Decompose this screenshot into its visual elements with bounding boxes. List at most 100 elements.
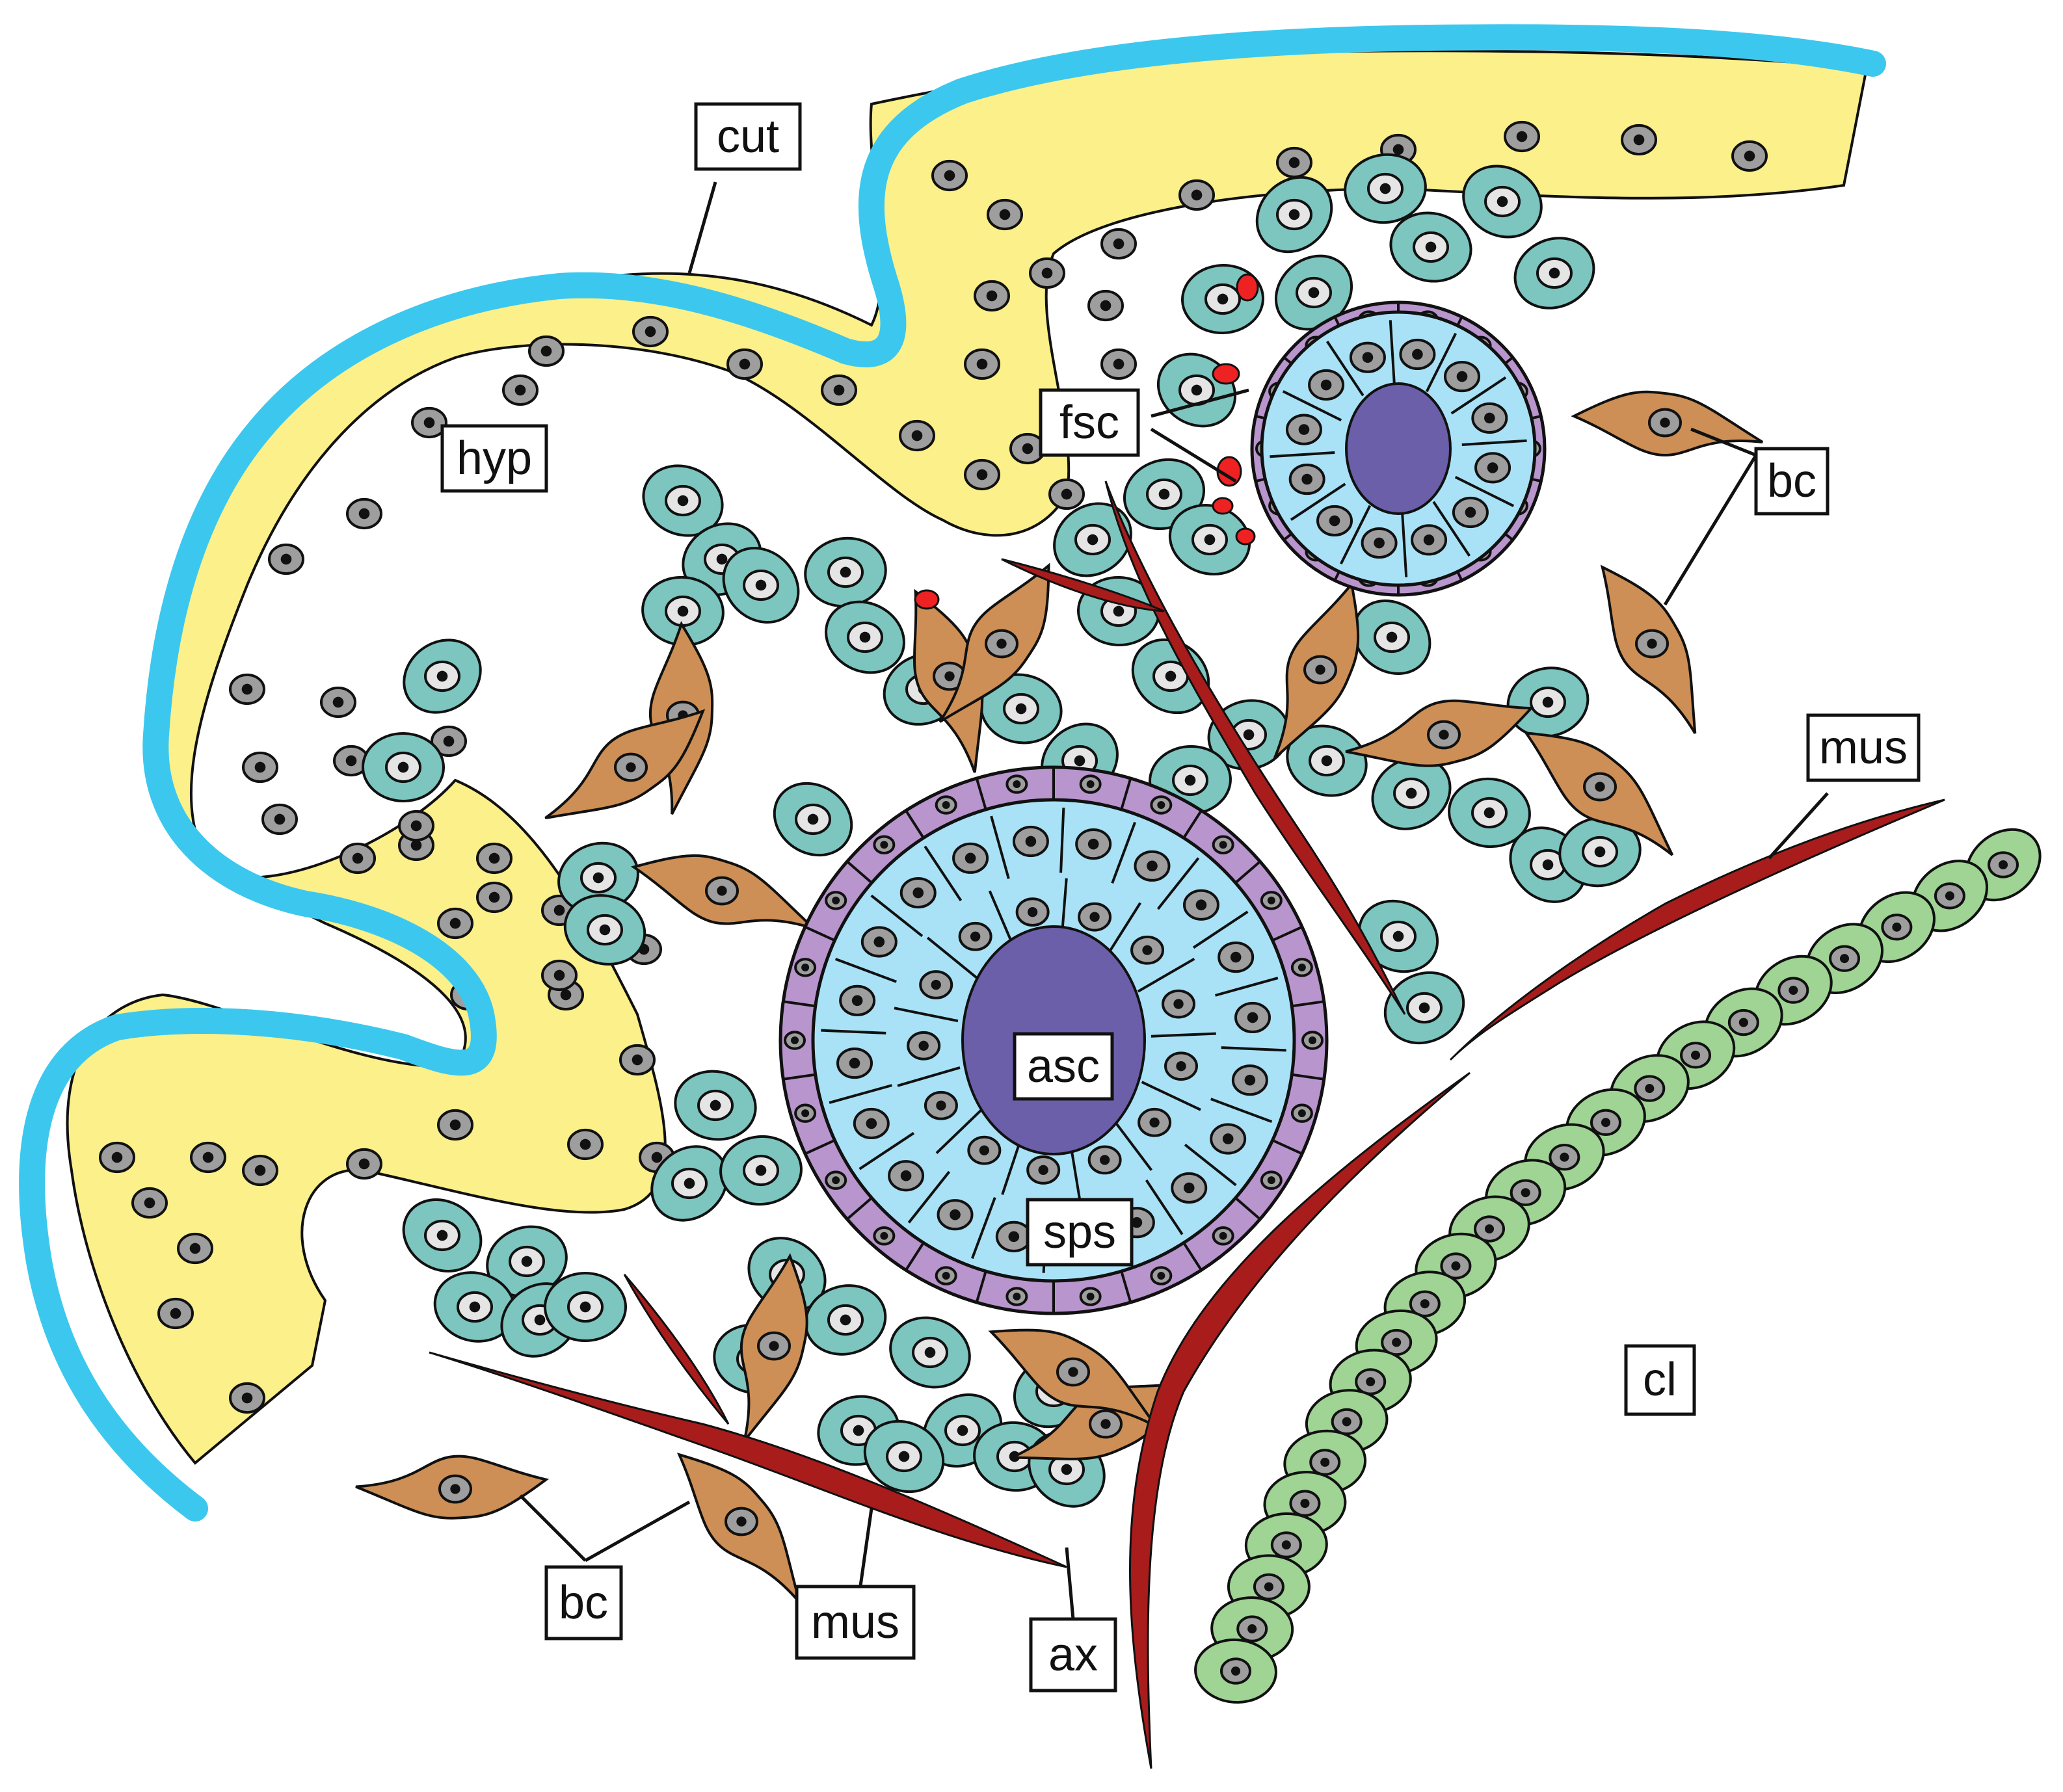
nucleolus (345, 755, 357, 767)
cell-boundary (1192, 910, 1249, 949)
nucleolus (1061, 488, 1072, 500)
sheath-boundary (1234, 860, 1261, 884)
nucleolus (944, 671, 955, 681)
nucleolus (352, 852, 364, 864)
cell-boundary (1111, 821, 1137, 884)
nucleolus (553, 969, 565, 981)
nucleolus (1100, 1419, 1111, 1429)
cell-boundary (907, 1170, 951, 1224)
nucleolus (1542, 696, 1554, 708)
nucleolus (1087, 534, 1098, 546)
nucleolus (840, 566, 851, 578)
nucleolus (1690, 1050, 1701, 1060)
cell-boundary (834, 957, 897, 983)
nucleolus (1560, 1152, 1569, 1162)
nucleolus (1074, 755, 1085, 767)
nucleolus (1244, 1074, 1256, 1086)
nucleolus (449, 1119, 461, 1131)
nucleolus (553, 904, 565, 916)
svg-text:mus: mus (811, 1596, 899, 1648)
cell-boundary (1137, 957, 1195, 993)
nucleolus (626, 762, 636, 772)
nucleolus (599, 924, 611, 936)
nucleolus (1392, 930, 1404, 942)
nucleolus (1113, 358, 1125, 370)
nucleolus (280, 553, 292, 565)
cell-boundary (1389, 320, 1396, 386)
nucleolus (645, 326, 656, 337)
svg-text:fsc: fsc (1059, 397, 1119, 449)
nucleolus (1158, 488, 1170, 500)
label-hyp: hyp (440, 424, 548, 493)
nucleolus (1219, 1232, 1227, 1240)
nucleolus (1264, 1582, 1273, 1592)
nucleolus (1191, 384, 1203, 396)
nucleolus (436, 670, 448, 682)
leader-lines (519, 181, 1829, 1620)
nucleolus (1099, 1155, 1110, 1165)
nucleolus (241, 683, 253, 695)
nucleolus (488, 852, 500, 864)
sheath-boundary (846, 860, 873, 884)
cell-boundary (1461, 439, 1527, 446)
nucleolus (1465, 507, 1476, 518)
nucleolus (1217, 293, 1229, 305)
nucleolus (1173, 999, 1184, 1009)
nucleolus (469, 1301, 481, 1313)
nucleolus (1320, 379, 1332, 391)
nucleolus (755, 1165, 767, 1176)
nucleolus (1157, 800, 1165, 809)
nucleolus (918, 1040, 929, 1051)
nucleolus (1013, 780, 1021, 789)
nucleolus (1789, 985, 1798, 995)
cell-boundary (1215, 977, 1279, 997)
nucleolus (859, 631, 871, 643)
nucleolus (1025, 836, 1037, 847)
nucleolus (1386, 631, 1398, 643)
nucleolus (1945, 891, 1954, 901)
nucleolus (944, 170, 955, 181)
nucleolus (332, 696, 344, 708)
cell-boundary (1432, 501, 1471, 557)
label-sps: sps (1026, 1198, 1134, 1267)
nucleolus (1113, 238, 1125, 250)
nucleolus (880, 841, 888, 849)
cell-boundary (1111, 1117, 1153, 1171)
nucleolus (1015, 703, 1027, 715)
nucleolus (1418, 1002, 1430, 1014)
nucleolus (436, 1230, 448, 1241)
nucleolus (739, 358, 751, 370)
coelomic-lining (1194, 828, 2042, 1704)
nucleolus (924, 1347, 936, 1358)
svg-text:bc: bc (559, 1577, 608, 1629)
nucleolus (684, 1178, 695, 1189)
nucleolus (1147, 860, 1158, 872)
nucleolus (833, 384, 845, 396)
nucleolus (677, 605, 689, 617)
nucleolus (999, 209, 1011, 220)
cell-boundary (935, 1107, 985, 1154)
nucleolus (677, 495, 689, 507)
nucleolus (1061, 1464, 1072, 1475)
nucleolus (254, 761, 266, 773)
svg-text:bc: bc (1767, 455, 1817, 507)
nucleolus (1497, 196, 1508, 207)
nucleolus (1204, 534, 1216, 546)
nucleolus (1392, 1337, 1402, 1347)
nucleolus (873, 936, 885, 947)
nucleolus (592, 872, 604, 884)
nucleolus (736, 1516, 747, 1527)
cell-boundary (924, 845, 963, 902)
sheath-boundary (1120, 778, 1132, 810)
nucleolus (1301, 473, 1313, 485)
cell-boundary (1210, 1098, 1273, 1124)
nucleolus (936, 1100, 946, 1111)
nucleolus (514, 384, 526, 396)
nucleolus (1320, 1457, 1330, 1467)
nucleolus (832, 896, 840, 904)
nucleolus (957, 1425, 968, 1436)
nucleolus (170, 1308, 181, 1319)
nucleolus (1362, 352, 1374, 363)
sheath-boundary (805, 925, 836, 942)
sheath-boundary (1120, 1271, 1132, 1303)
